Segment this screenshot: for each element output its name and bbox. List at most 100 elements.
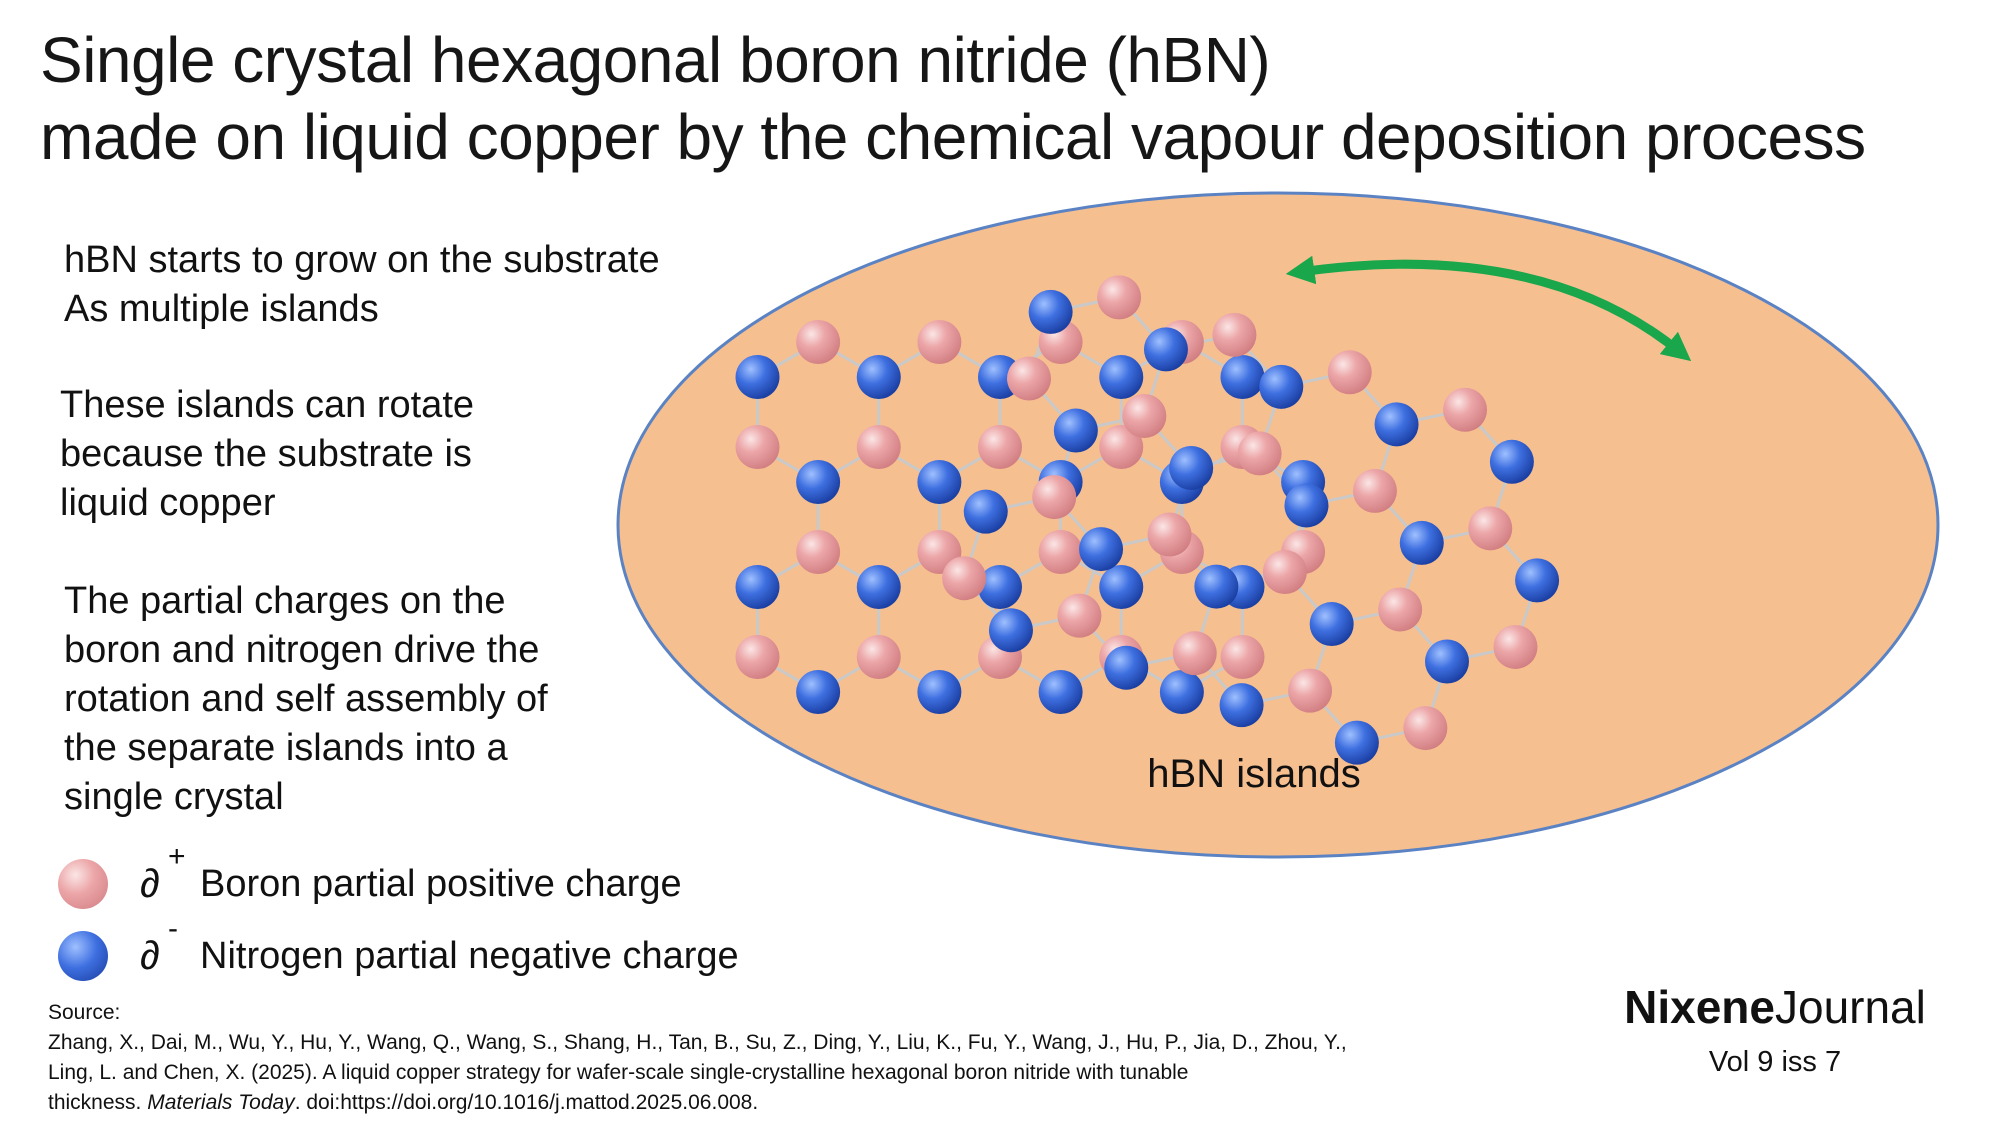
partial-charge-symbol: ∂- bbox=[140, 911, 178, 978]
nitrogen-atom bbox=[1143, 327, 1188, 372]
boron-atom bbox=[1097, 275, 1142, 320]
boron-atom bbox=[1378, 587, 1423, 632]
atoms-layer bbox=[735, 275, 1560, 765]
nitrogen-atom bbox=[856, 565, 901, 609]
boron-atom bbox=[1147, 512, 1192, 557]
boron-atom bbox=[1057, 593, 1102, 638]
boron-atom bbox=[1468, 506, 1513, 551]
nitrogen-atom-icon bbox=[58, 931, 108, 981]
nitrogen-atom bbox=[1194, 564, 1239, 609]
boron-atom bbox=[1122, 393, 1167, 438]
source-citation: Source: Zhang, X., Dai, M., Wu, Y., Hu, … bbox=[48, 998, 1347, 1118]
nitrogen-atom bbox=[1028, 289, 1073, 334]
nitrogen-atom bbox=[1424, 639, 1469, 684]
nitrogen-atom bbox=[796, 670, 841, 714]
nitrogen-atom bbox=[917, 460, 962, 504]
islands-label: hBN islands bbox=[1147, 752, 1360, 796]
boron-atom bbox=[1352, 468, 1397, 513]
nitrogen-atom bbox=[1374, 402, 1419, 447]
page-title: Single crystal hexagonal boron nitride (… bbox=[40, 22, 1980, 176]
legend-boron-text: Boron partial positive charge bbox=[200, 862, 682, 905]
paragraph-rotation: These islands can rotate because the sub… bbox=[60, 381, 474, 528]
nitrogen-atom bbox=[1489, 439, 1534, 484]
journal-volume: Vol 9 iss 7 bbox=[1708, 1046, 1842, 1078]
source-line: Zhang, X., Dai, M., Wu, Y., Hu, Y., Wang… bbox=[48, 1031, 1347, 1054]
journal-name: Materials Today bbox=[147, 1091, 295, 1114]
boron-atom bbox=[1262, 550, 1307, 595]
charge-sign: - bbox=[168, 911, 178, 945]
nitrogen-atom bbox=[1079, 527, 1124, 572]
partial-charge-symbol: ∂+ bbox=[140, 839, 186, 906]
nitrogen-atom bbox=[1259, 364, 1304, 409]
title-line-2: made on liquid copper by the chemical va… bbox=[40, 101, 1866, 173]
nitrogen-atom bbox=[963, 489, 1008, 534]
nitrogen-atom bbox=[796, 460, 841, 504]
paragraph-assembly: The partial charges on the boron and nit… bbox=[64, 577, 548, 822]
paragraph-line: rotation and self assembly of bbox=[64, 678, 548, 720]
nitrogen-atom bbox=[735, 565, 780, 609]
boron-atom bbox=[796, 320, 841, 364]
boron-atom bbox=[1172, 631, 1217, 676]
source-line: thickness. Materials Today. doi:https://… bbox=[48, 1091, 759, 1114]
title-line-1: Single crystal hexagonal boron nitride (… bbox=[40, 24, 1271, 96]
legend-nitrogen-text: Nitrogen partial negative charge bbox=[200, 934, 739, 977]
paragraph-line: The partial charges on the bbox=[64, 580, 506, 622]
boron-atom bbox=[1038, 530, 1083, 574]
boron-atom bbox=[1327, 350, 1372, 395]
nitrogen-atom bbox=[1104, 645, 1149, 690]
boron-atom bbox=[1212, 312, 1257, 357]
legend-nitrogen: ∂- Nitrogen partial negative charge bbox=[58, 911, 739, 984]
nitrogen-atom bbox=[1220, 355, 1265, 399]
nitrogen-atom bbox=[1515, 558, 1560, 603]
source-heading: Source: bbox=[48, 1001, 121, 1024]
boron-atom bbox=[1099, 425, 1144, 469]
source-line: Ling, L. and Chen, X. (2025). A liquid c… bbox=[48, 1061, 1189, 1084]
nitrogen-atom bbox=[1099, 355, 1144, 399]
boron-atom bbox=[942, 556, 987, 601]
nitrogen-atom bbox=[735, 355, 780, 399]
nitrogen-atom bbox=[1399, 520, 1444, 565]
nitrogen-atom bbox=[1169, 445, 1214, 490]
nitrogen-atom bbox=[917, 670, 962, 714]
nitrogen-atom bbox=[1334, 720, 1379, 765]
nitrogen-atom bbox=[1159, 670, 1204, 714]
nitrogen-atom bbox=[1038, 670, 1083, 714]
nitrogen-atom bbox=[1219, 683, 1264, 728]
boron-atom bbox=[735, 425, 780, 469]
paragraph-line: because the substrate is bbox=[60, 433, 472, 475]
journal-logo: NixeneJournal bbox=[1624, 981, 1926, 1033]
boron-atom bbox=[796, 530, 841, 574]
boron-atom bbox=[917, 320, 962, 364]
boron-atom bbox=[1007, 356, 1052, 401]
paragraph-line: boron and nitrogen drive the bbox=[64, 629, 540, 671]
paragraph-growth: hBN starts to grow on the substrate As m… bbox=[64, 236, 660, 334]
nitrogen-atom bbox=[988, 608, 1033, 653]
nitrogen-atom bbox=[856, 355, 901, 399]
paragraph-line: As multiple islands bbox=[64, 288, 379, 330]
boron-atom bbox=[1403, 706, 1448, 751]
boron-atom-icon bbox=[58, 859, 108, 909]
boron-atom bbox=[978, 425, 1022, 469]
paragraph-line: single crystal bbox=[64, 776, 284, 818]
boron-atom bbox=[1220, 635, 1265, 679]
legend-boron: ∂+ Boron partial positive charge bbox=[58, 839, 682, 912]
boron-atom bbox=[1443, 387, 1488, 432]
paragraph-line: the separate islands into a bbox=[64, 727, 508, 769]
nitrogen-atom bbox=[1309, 602, 1354, 647]
rotation-arrow-icon bbox=[1285, 255, 1692, 362]
nitrogen-atom bbox=[1099, 565, 1144, 609]
boron-atom bbox=[735, 635, 780, 679]
nitrogen-atom bbox=[978, 565, 1022, 609]
boron-atom bbox=[1288, 668, 1333, 713]
nitrogen-atom bbox=[1053, 408, 1098, 453]
boron-atom bbox=[856, 425, 901, 469]
boron-atom bbox=[856, 635, 901, 679]
boron-atom bbox=[1237, 431, 1282, 476]
nitrogen-atom bbox=[1284, 483, 1329, 528]
charge-sign: + bbox=[168, 839, 186, 873]
paragraph-line: These islands can rotate bbox=[60, 384, 475, 426]
boron-atom bbox=[1032, 475, 1077, 520]
paragraph-line: liquid copper bbox=[60, 482, 276, 524]
paragraph-line: hBN starts to grow on the substrate bbox=[64, 239, 660, 281]
